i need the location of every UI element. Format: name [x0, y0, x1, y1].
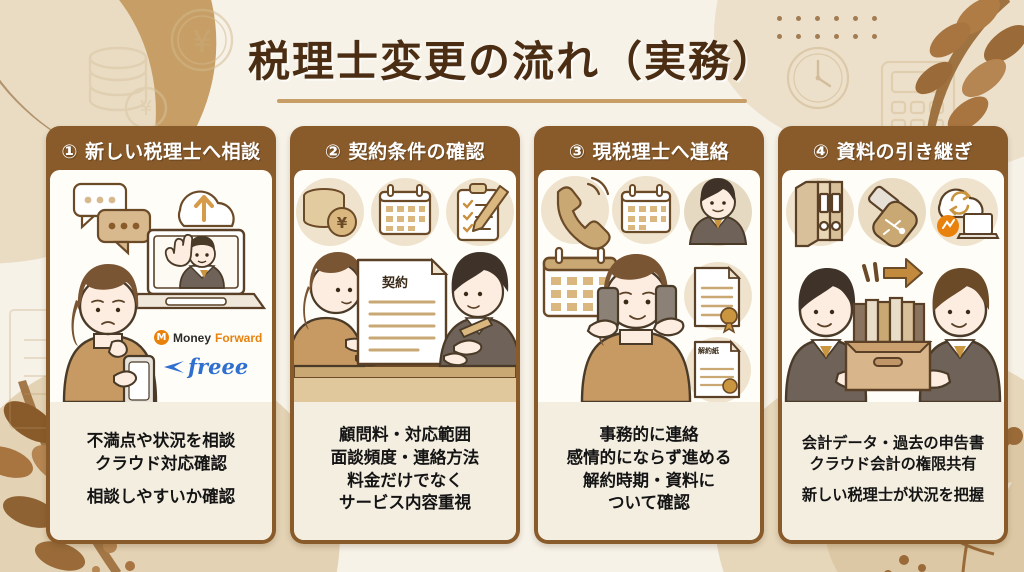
- caption-line: クラウド対応確認: [95, 454, 227, 474]
- step-card-2-illustration: ¥: [294, 170, 516, 402]
- coin-stack-yen-icon: ¥: [303, 188, 357, 237]
- caption-line: 会計データ・過去の申告書: [801, 433, 985, 452]
- calendar-icon: [378, 184, 432, 236]
- caption-line: サービス内容重視: [339, 493, 471, 513]
- step-card-1-illustration: M Money Forward freee: [50, 170, 272, 402]
- step-card-4-illustration: [782, 170, 1004, 402]
- step-card-3-body: 解約紙 事務的に連絡 感情的にならず進める 解約時期・資料に ついて確認: [538, 170, 760, 540]
- businessman-receiving: [915, 268, 1002, 402]
- page-title: 税理士変更の流れ（実務）: [247, 37, 776, 86]
- step-card-2-header: ② 契約条件の確認: [324, 140, 486, 163]
- page-title-block: 税理士変更の流れ（実務）: [0, 28, 1024, 103]
- cloud-upload-icon: [177, 190, 235, 228]
- money-forward-text-2: Forward: [215, 330, 263, 345]
- speech-bubble-icon-filled: [96, 208, 152, 256]
- cloud-sync-laptop-icon: [937, 188, 1000, 239]
- step-card-3-caption: 事務的に連絡 感情的にならず進める 解約時期・資料に ついて確認: [538, 402, 760, 540]
- step-card-3-header: ③ 現税理士へ連絡: [568, 140, 730, 163]
- step-card-1-body: M Money Forward freee 不満点や状況を相談 クラウド対応確認: [50, 170, 272, 540]
- caption-line: 顧問料・対応範囲: [339, 424, 471, 444]
- freee-logo-text: freee: [188, 354, 249, 379]
- freee-arrow-icon: [164, 360, 184, 373]
- caption-line: 感情的にならず進める: [566, 447, 732, 467]
- step-card-3[interactable]: ③ 現税理士へ連絡: [534, 126, 764, 544]
- clipboard-checklist-pen-icon: [456, 183, 509, 242]
- caption-line: ついて確認: [607, 493, 690, 513]
- businessman-avatar-icon: [688, 178, 748, 245]
- calendar-icon: [620, 184, 672, 234]
- freee-logo: freee: [160, 354, 248, 379]
- document-box: [843, 296, 933, 392]
- step-card-1-caption: 不満点や状況を相談 クラウド対応確認 相談しやすいか確認: [50, 402, 272, 540]
- caption-line: クラウド会計の権限共有: [809, 454, 977, 473]
- binder-files-icon: [794, 180, 844, 248]
- step-card-3-illustration: 解約紙: [538, 170, 760, 402]
- step-card-4[interactable]: ④ 資料の引き継ぎ: [778, 126, 1008, 544]
- handover-arrow-icon: [862, 258, 923, 288]
- caption-line: 新しい税理士が状況を把握: [801, 486, 985, 505]
- phone-ringing-icon: [556, 176, 611, 250]
- caption-line: 料金だけでなく: [347, 470, 463, 490]
- contract-document-label: 契約: [382, 276, 409, 291]
- laptop-video-call: [125, 228, 267, 310]
- cancellation-document-label: 解約紙: [698, 347, 719, 355]
- woman-on-phone: [580, 254, 692, 402]
- money-forward-logo: M Money Forward: [154, 330, 262, 345]
- step-card-1[interactable]: ① 新しい税理士へ相談: [46, 126, 276, 544]
- step-card-4-caption: 会計データ・過去の申告書 クラウド会計の権限共有 新しい税理士が状況を把握: [782, 402, 1004, 540]
- steps-container: ① 新しい税理士へ相談: [46, 126, 1008, 544]
- step-card-2[interactable]: ② 契約条件の確認: [290, 126, 520, 544]
- usb-drive-icon: [867, 185, 918, 248]
- caption-line: 不満点や状況を相談: [86, 431, 236, 451]
- title-underline: [277, 99, 747, 103]
- step-card-4-header: ④ 資料の引き継ぎ: [812, 140, 974, 163]
- svg-text:¥: ¥: [337, 214, 348, 232]
- sealed-document-icon: [693, 265, 742, 334]
- step-card-4-body: 会計データ・過去の申告書 クラウド会計の権限共有 新しい税理士が状況を把握: [782, 170, 1004, 540]
- woman-with-smartphone: [62, 264, 158, 402]
- caption-line: 事務的に連絡: [599, 424, 699, 444]
- caption-line: 面談頻度・連絡方法: [330, 447, 480, 467]
- cancellation-document-icon: [693, 339, 742, 399]
- step-card-1-header: ① 新しい税理士へ相談: [61, 140, 261, 163]
- contract-document: [356, 257, 449, 366]
- caption-line: 解約時期・資料に: [583, 470, 715, 490]
- caption-line: 相談しやすいか確認: [86, 486, 236, 506]
- money-forward-text-1: Money: [173, 330, 212, 345]
- step-card-2-body: ¥: [294, 170, 516, 540]
- tax-accountant: [438, 252, 516, 368]
- step-card-2-caption: 顧問料・対応範囲 面談頻度・連絡方法 料金だけでなく サービス内容重視: [294, 402, 516, 540]
- money-forward-mark: M: [154, 330, 169, 345]
